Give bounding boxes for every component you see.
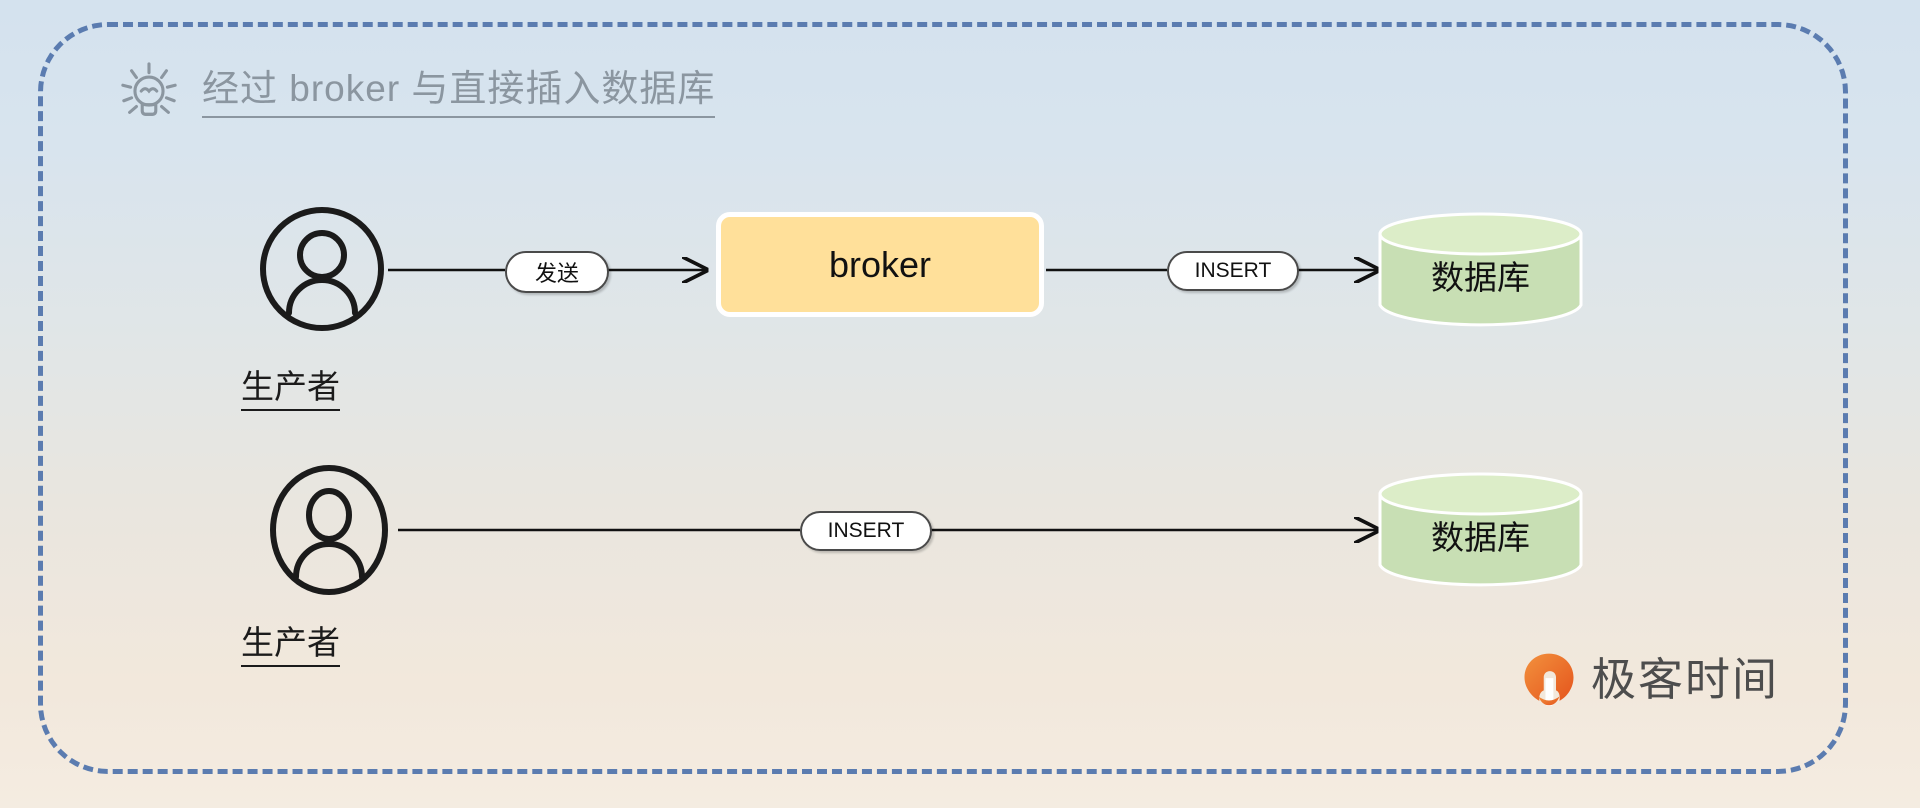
brand-logo: 极客时间 bbox=[1521, 651, 1779, 707]
database-label-row2: 数据库 bbox=[1431, 518, 1530, 556]
geekbang-logo-icon bbox=[1524, 653, 1574, 707]
database-cylinder-icon bbox=[1378, 212, 1583, 327]
producer-label-row2: 生产者 bbox=[241, 624, 340, 667]
producer-label-row1: 生产者 bbox=[241, 368, 340, 411]
brand-logo-text: 极客时间 bbox=[1591, 653, 1780, 705]
lightbulb-icon bbox=[121, 62, 177, 116]
database-node-row2[interactable]: 数据库 bbox=[1378, 472, 1583, 587]
page-title: 经过 broker 与直接插入数据库 bbox=[202, 68, 716, 118]
person-in-circle-icon bbox=[270, 465, 388, 595]
database-label-row1: 数据库 bbox=[1431, 258, 1530, 296]
broker-node[interactable]: broker bbox=[716, 212, 1044, 317]
broker-label: broker bbox=[828, 243, 932, 285]
dashed-frame-border bbox=[38, 22, 1848, 774]
database-cylinder-icon bbox=[1378, 472, 1583, 587]
header: 经过 broker 与直接插入数据库 bbox=[118, 62, 716, 124]
edge-label-insert-row2[interactable]: INSERT bbox=[800, 511, 932, 551]
edge-label-send[interactable]: 发送 bbox=[505, 251, 609, 293]
producer-actor-row2[interactable] bbox=[268, 463, 390, 597]
edge-label-insert-row1[interactable]: INSERT bbox=[1167, 251, 1299, 291]
database-node-row1[interactable]: 数据库 bbox=[1378, 212, 1583, 327]
person-in-circle-icon bbox=[260, 207, 384, 331]
producer-actor-row1[interactable] bbox=[258, 205, 386, 333]
